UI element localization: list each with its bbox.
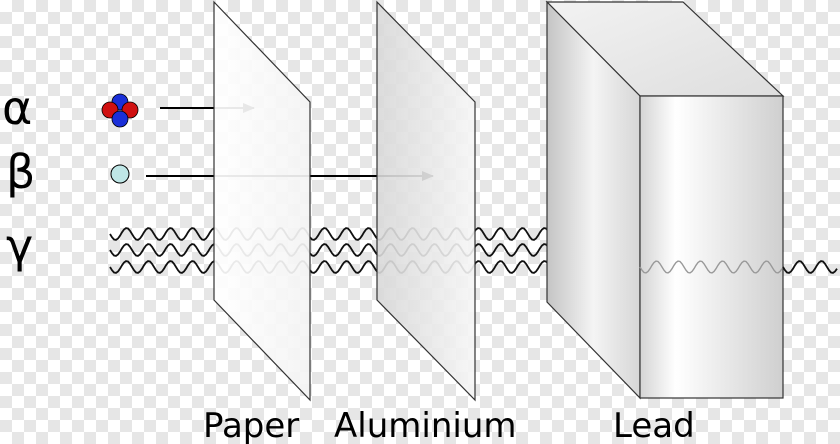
paper-sheet (213, 0, 311, 402)
aluminium-label: Aluminium (334, 406, 516, 444)
gamma-exit-wave (639, 260, 838, 274)
beta-particle-icon (110, 164, 130, 184)
lead-block (545, 0, 785, 400)
alpha-label: α (2, 81, 32, 135)
gamma-wave-exit (782, 260, 838, 274)
paper-label: Paper (203, 406, 299, 444)
alpha-particle-icon (101, 93, 139, 128)
gamma-wave-attenuated (639, 260, 783, 274)
beta-label: β (6, 145, 35, 199)
aluminium-sheet (376, 0, 476, 402)
lead-label: Lead (613, 406, 695, 444)
gamma-label: γ (6, 219, 33, 273)
